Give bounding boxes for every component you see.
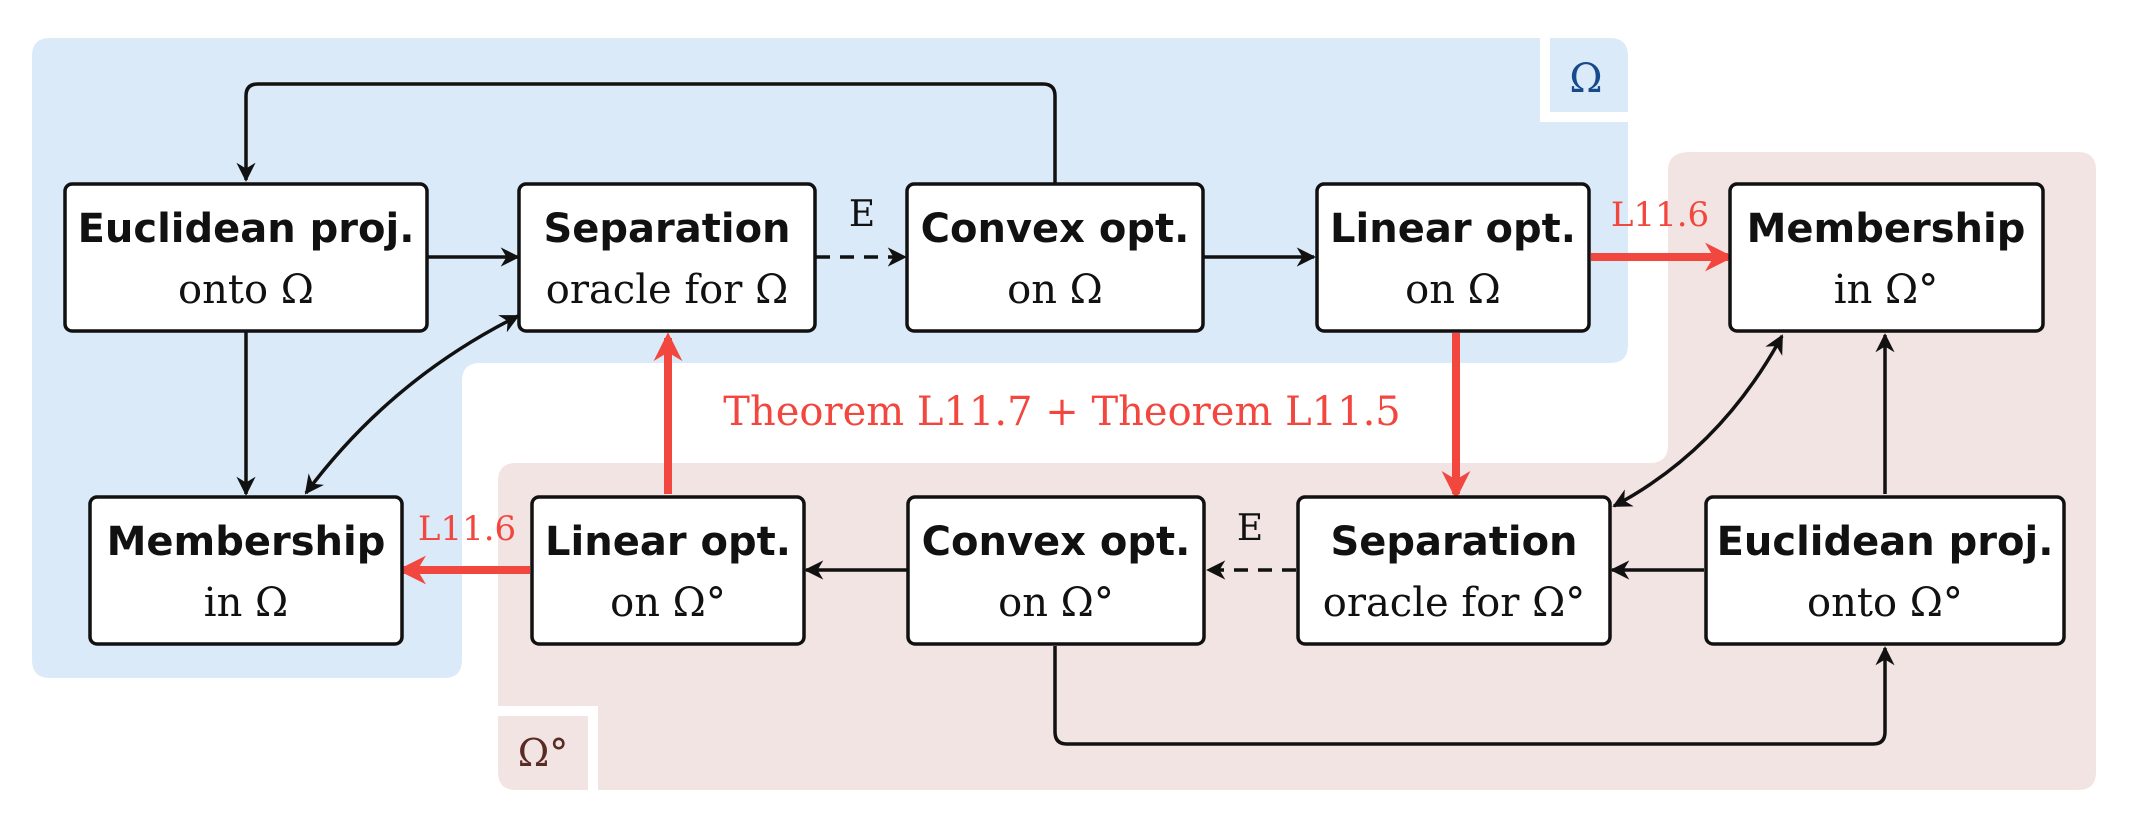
node-title: Separation — [1330, 519, 1577, 565]
polar-region — [498, 152, 2096, 790]
omega-region — [32, 38, 1628, 678]
node-title: Convex opt. — [922, 519, 1191, 565]
node-subtitle: on Ω° — [998, 580, 1114, 626]
node-subtitle: onto Ω° — [1807, 580, 1963, 626]
node-subtitle: on Ω — [1405, 267, 1501, 313]
node-separation-oracle-polar: Separation oracle for Ω° — [1296, 495, 1612, 646]
theorem-label: Theorem L11.7 + Theorem L11.5 — [723, 389, 1400, 435]
node-membership-omega: Membership in Ω — [88, 495, 404, 646]
node-subtitle: in Ω° — [1834, 267, 1938, 313]
node-linear-opt-polar: Linear opt. on Ω° — [530, 495, 806, 646]
node-subtitle: on Ω° — [610, 580, 726, 626]
node-subtitle: oracle for Ω — [546, 267, 789, 313]
node-membership-polar: Membership in Ω° — [1728, 182, 2045, 333]
node-convex-opt-polar: Convex opt. on Ω° — [906, 495, 1206, 646]
edge-label-l116-top: L11.6 — [1611, 195, 1709, 235]
arrow-separation-membership-bidirectional — [304, 314, 520, 495]
node-linear-opt-omega: Linear opt. on Ω — [1315, 182, 1591, 333]
edge-label-l116-bottom: L11.6 — [418, 509, 516, 549]
omega-region-label: Ω — [1569, 56, 1602, 102]
node-title: Linear opt. — [545, 519, 791, 565]
polar-region-label: Ω° — [518, 731, 569, 775]
node-separation-oracle-omega: Separation oracle for Ω — [517, 182, 817, 333]
node-title: Euclidean proj. — [78, 206, 415, 252]
node-subtitle: in Ω — [204, 580, 288, 626]
node-title: Linear opt. — [1330, 206, 1576, 252]
node-subtitle: onto Ω — [178, 267, 314, 313]
node-euclidean-proj-polar: Euclidean proj. onto Ω° — [1704, 495, 2066, 646]
node-convex-opt-omega: Convex opt. on Ω — [905, 182, 1205, 333]
edge-label-e-top: E — [849, 194, 875, 235]
arrow-polar-convex-to-euclid-loop — [1053, 646, 1895, 746]
node-subtitle: oracle for Ω° — [1323, 580, 1586, 626]
omega-label-tab — [1540, 38, 1628, 122]
node-title: Membership — [107, 519, 386, 565]
node-title: Separation — [543, 206, 790, 252]
node-title: Convex opt. — [921, 206, 1190, 252]
node-euclidean-proj-omega: Euclidean proj. onto Ω — [63, 182, 429, 333]
polar-label-tab — [498, 706, 598, 790]
arrow-polar-membership-separation-bidirectional — [1612, 334, 1784, 508]
node-subtitle: on Ω — [1007, 267, 1103, 313]
node-title: Euclidean proj. — [1717, 519, 2054, 565]
edge-label-e-bottom: E — [1237, 508, 1263, 549]
arrow-convex-to-euclid-loop — [236, 82, 1057, 184]
node-title: Membership — [1747, 206, 2026, 252]
